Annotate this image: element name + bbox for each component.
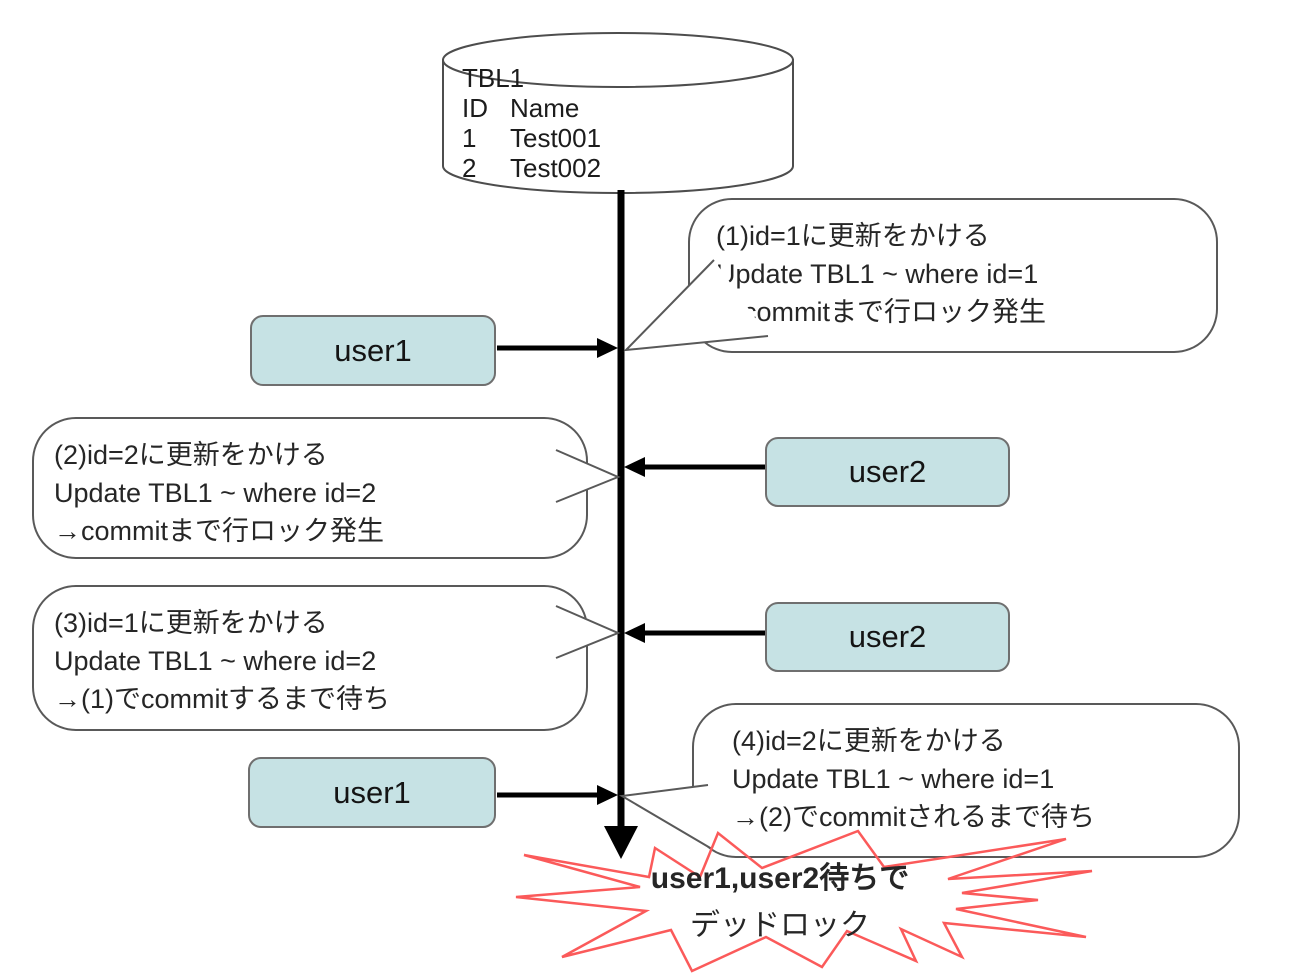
callout-line: →commitまで行ロック発生 xyxy=(54,516,384,546)
table-row: 1 Test001 xyxy=(462,123,772,153)
deadlock-label-line1: user1,user2待ちで xyxy=(650,862,910,895)
actor-user2-second: user2 xyxy=(765,602,1010,672)
callout-line: (1)id=1に更新をかける xyxy=(716,221,990,251)
table-header-row: ID Name xyxy=(462,93,772,123)
table-row: 2 Test002 xyxy=(462,153,772,183)
row-id: 2 xyxy=(462,153,477,183)
callout-step3: (3)id=1に更新をかける Update TBL1 ~ where id=2 … xyxy=(32,585,588,731)
callout-line: →(1)でcommitするまで待ち xyxy=(54,684,390,714)
deadlock-label-line2: デッドロック xyxy=(690,909,870,942)
callout-line: →(2)でcommitされるまで待ち xyxy=(732,802,1095,832)
callout-line: Update TBL1 ~ where id=2 xyxy=(54,646,377,676)
arrow-user2-step2-head-icon xyxy=(624,457,645,477)
callout-line: (3)id=1に更新をかける xyxy=(54,608,328,638)
callout-line: (4)id=2に更新をかける xyxy=(732,726,1006,756)
col-id-header: ID xyxy=(462,93,488,123)
callout-step1: (1)id=1に更新をかける Update TBL1 ~ where id=1 … xyxy=(688,198,1218,353)
row-id: 1 xyxy=(462,123,477,153)
timeline-line xyxy=(617,190,625,830)
row-name: Test002 xyxy=(510,153,602,183)
col-name-header: Name xyxy=(510,93,580,123)
actor-user2-first: user2 xyxy=(765,437,1010,507)
database-cylinder-top xyxy=(442,32,794,88)
actor-label: user1 xyxy=(334,332,412,368)
table-name: TBL1 xyxy=(462,63,525,93)
actor-user1-bottom: user1 xyxy=(248,757,496,828)
callout-step2: (2)id=2に更新をかける Update TBL1 ~ where id=2 … xyxy=(32,417,588,559)
database-table-text: TBL1 ID Name 1 Test001 2 Test002 xyxy=(462,63,772,183)
row-name: Test001 xyxy=(510,123,602,153)
arrow-user1-step4-head-icon xyxy=(597,785,618,805)
actor-label: user1 xyxy=(333,774,411,810)
callout-line: →commitまで行ロック発生 xyxy=(716,297,1046,327)
arrow-user2-step3-head-icon xyxy=(624,623,645,643)
actor-label: user2 xyxy=(848,619,927,654)
callout-line: Update TBL1 ~ where id=2 xyxy=(54,478,377,508)
callout-line: Update TBL1 ~ where id=1 xyxy=(716,259,1039,289)
callout-step4: (4)id=2に更新をかける Update TBL1 ~ where id=1 … xyxy=(692,703,1240,858)
callout-line: (2)id=2に更新をかける xyxy=(54,440,328,470)
actor-user1-top: user1 xyxy=(250,315,496,386)
arrow-user1-step1-head-icon xyxy=(597,338,618,358)
deadlock-label: user1,user2待ちで デッドロック xyxy=(580,855,980,949)
actor-label: user2 xyxy=(848,454,927,489)
callout-line: Update TBL1 ~ where id=1 xyxy=(732,764,1055,794)
